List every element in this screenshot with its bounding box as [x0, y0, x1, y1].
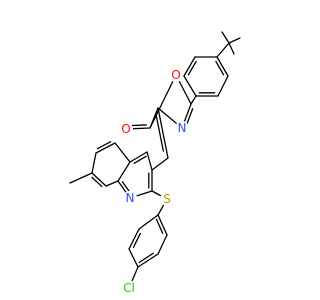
- atom-s-thioether: S: [160, 192, 174, 206]
- bond-cp3-cp4-double: [138, 252, 154, 264]
- bond-ph5-ph6: [183, 56, 196, 77]
- bond-tb_c-tb_m1: [221, 31, 230, 44]
- atom-cl: Cl: [119, 281, 139, 295]
- bond-cp1-cp2: [157, 214, 168, 236]
- atom-o-ring: O: [169, 68, 183, 82]
- bond-tb_c-tb_m2: [228, 37, 241, 44]
- bond-q7-me: [69, 172, 93, 184]
- bond-c4-cexo-double: [155, 115, 165, 152]
- bond-cp2-cp3: [157, 234, 168, 255]
- bond-ph5-ph6-double: [187, 60, 197, 76]
- bond-cp6-cp1: [138, 214, 159, 230]
- bond-q5-q6: [95, 142, 116, 154]
- atom-s-thioether-label: S: [163, 192, 171, 206]
- atom-o-carbonyl: O: [119, 122, 133, 136]
- bond-cp1-cp2-double: [155, 218, 164, 234]
- bond-q8-q8a: [105, 180, 119, 187]
- bond-tb_c-tb_m3: [228, 42, 235, 55]
- bond-cexo-q3: [151, 157, 169, 171]
- atom-labels: O O N N S Cl: [119, 68, 189, 295]
- bond-cp5-cp6: [128, 228, 140, 250]
- bond-q4a-q5: [114, 142, 131, 163]
- bond-ph2-ph3: [217, 75, 229, 97]
- atom-n-quinoline: N: [123, 191, 137, 205]
- bond-ph1-ph2: [216, 56, 229, 77]
- bonds: [69, 31, 241, 289]
- atom-cl-label: Cl: [123, 281, 135, 295]
- bond-cp4-cp5: [128, 248, 139, 268]
- bond-q8a-q4a: [117, 161, 131, 182]
- atom-o-carbonyl-label: O: [121, 122, 130, 136]
- bond-q4a-q4: [129, 151, 148, 163]
- bond-q4-q3: [146, 151, 153, 171]
- bond-q7-q8: [91, 172, 107, 187]
- atom-n-oxazole: N: [175, 121, 189, 135]
- bond-tb_c-ph1: [216, 42, 230, 58]
- atom-n-oxazole-label: N: [178, 121, 187, 135]
- bond-q7-q8-double: [91, 176, 103, 188]
- bond-q5-q6-double: [96, 141, 112, 150]
- bond-q6-q7: [91, 152, 97, 174]
- bond-c5-c4: [149, 107, 159, 129]
- bond-q4a-q4-double: [133, 155, 147, 164]
- bond-c4-cexo: [157, 107, 169, 159]
- bond-n3-c2-double: [185, 108, 194, 127]
- bond-cp5-cp6-double: [132, 232, 142, 249]
- bond-c5-o_c-double: [128, 124, 147, 127]
- bond-ph4-c2: [190, 95, 197, 105]
- bond-o1-c5: [149, 74, 177, 129]
- bond-ph4-ph5: [183, 75, 197, 97]
- bond-ph1-ph2-double: [215, 60, 225, 76]
- chemical-structure: O O N N S Cl: [69, 31, 241, 295]
- atom-o-ring-label: O: [171, 68, 180, 82]
- bond-cp3-cp4: [137, 253, 159, 268]
- atom-n-quinoline-label: N: [126, 191, 135, 205]
